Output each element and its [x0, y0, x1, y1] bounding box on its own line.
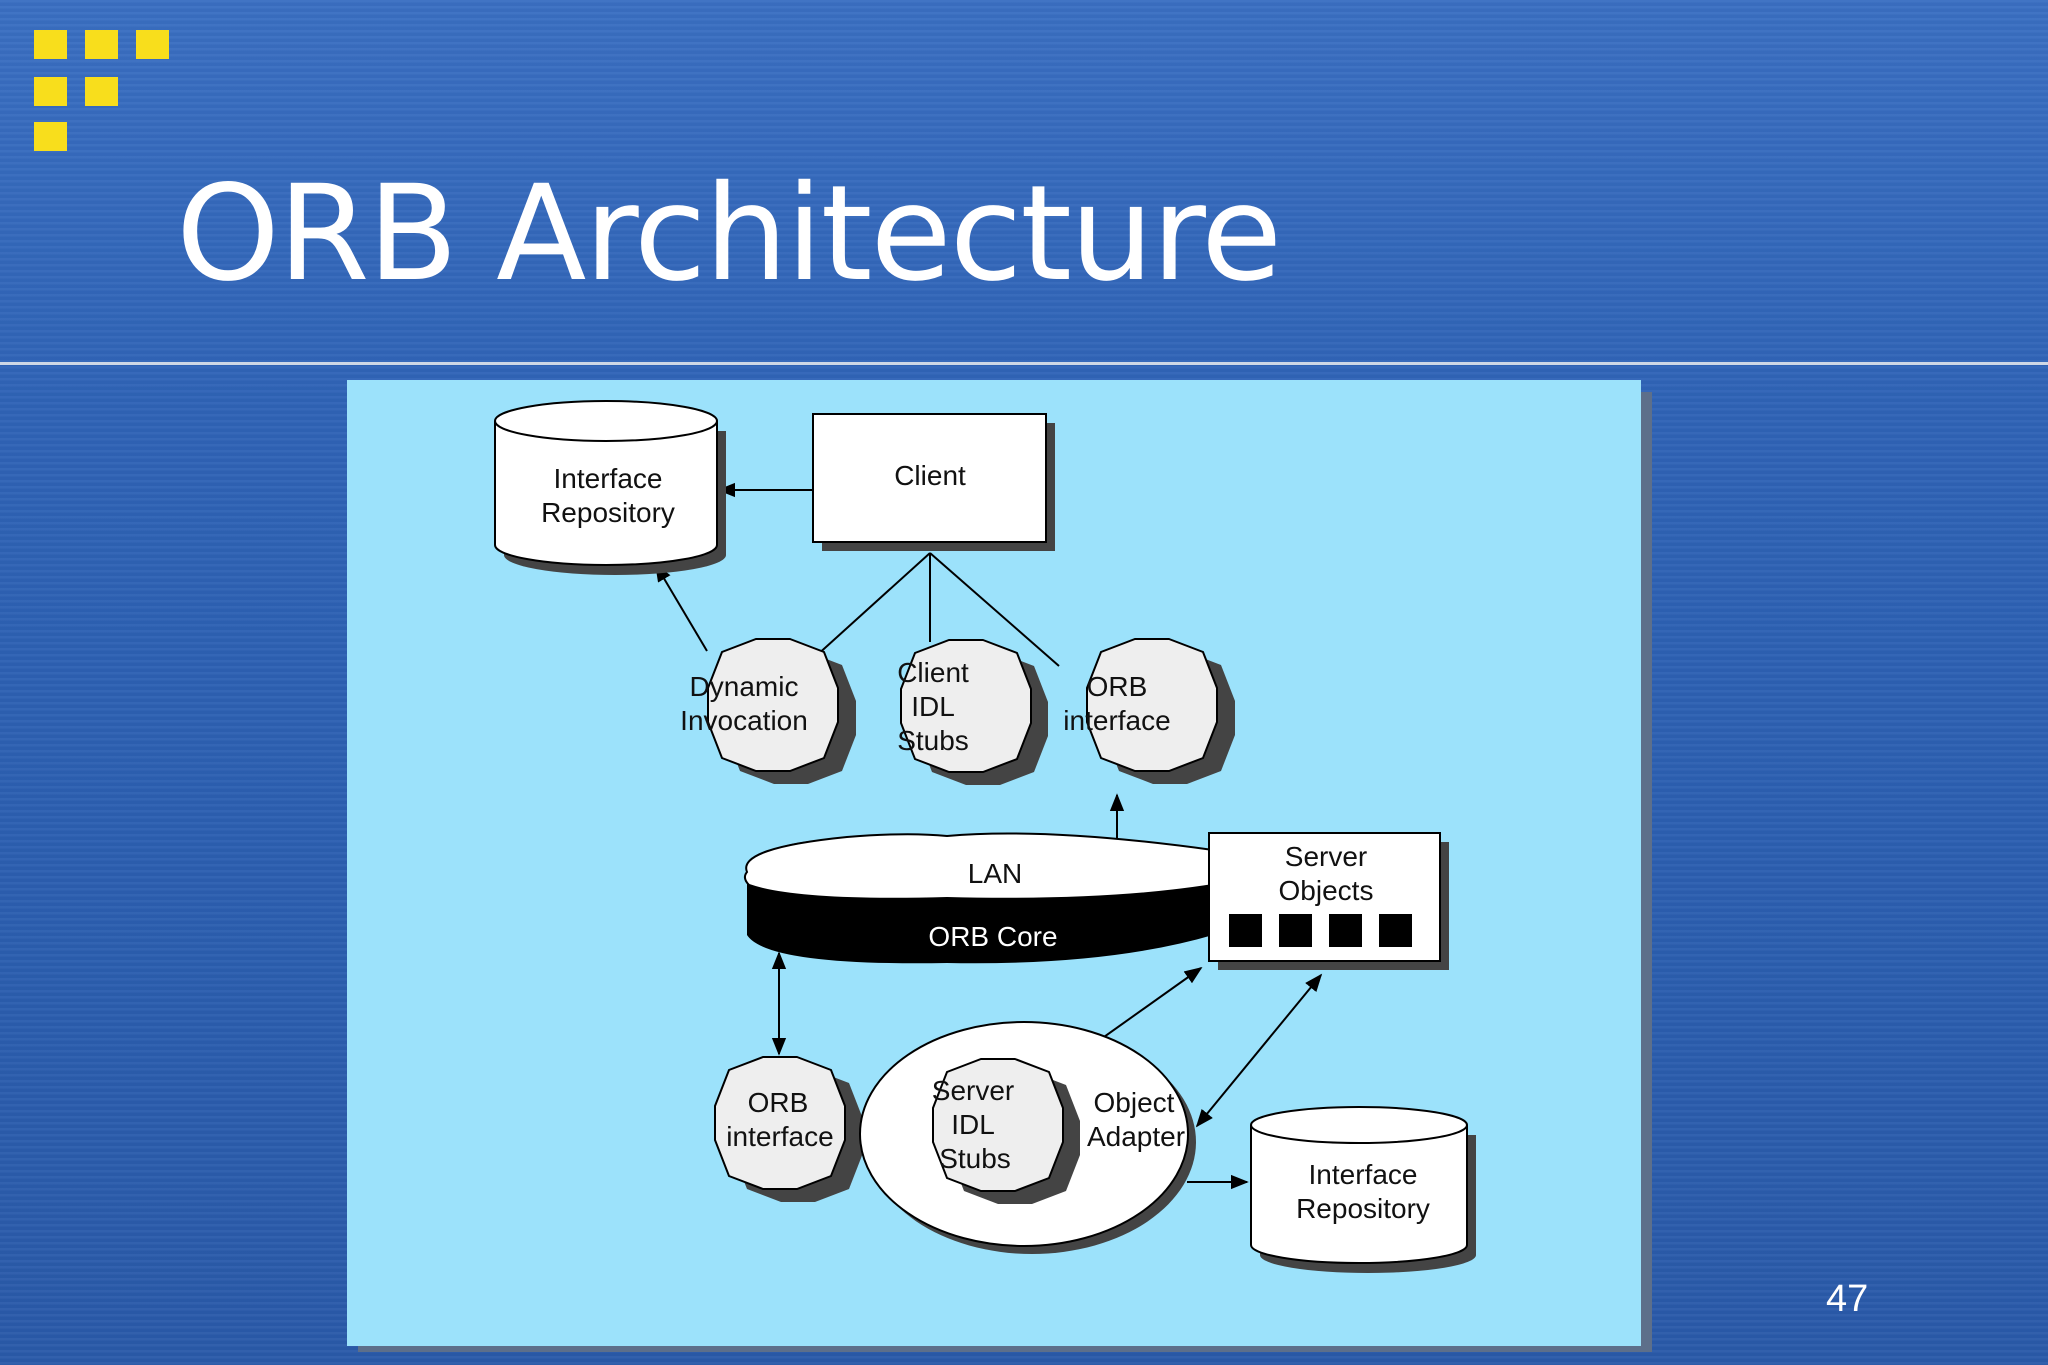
- label-stubs: Stubs: [939, 1143, 1011, 1174]
- interface-repository-bottom: Interface Repository: [1250, 1106, 1476, 1273]
- slide-title: ORB Architecture: [176, 157, 1282, 311]
- label-orb: ORB: [1087, 671, 1148, 702]
- page-number: 47: [1826, 1278, 1869, 1320]
- label-idl: IDL: [911, 691, 955, 722]
- label-repository: Repository: [1296, 1193, 1430, 1224]
- label-idl: IDL: [951, 1109, 995, 1140]
- label-client: Client: [897, 657, 969, 688]
- client-line-orb: [929, 552, 1060, 667]
- lan-orb-core: LAN ORB Core: [743, 832, 1221, 964]
- label-orb-core: ORB Core: [928, 921, 1057, 952]
- label-server: Server: [1285, 841, 1367, 872]
- title-divider: [0, 362, 2048, 365]
- label-server: Server: [932, 1075, 1014, 1106]
- dynamic-to-repository-arrow: [655, 563, 708, 652]
- object-square-4: [1379, 914, 1412, 947]
- orb-interface-top-node: ORB interface: [1063, 638, 1235, 784]
- orb-architecture-diagram: Interface Repository Client Dynamic Invo…: [494, 400, 1476, 1273]
- label-dynamic: Dynamic: [690, 671, 799, 702]
- label-interface: Interface: [554, 463, 663, 494]
- interface-repository-top: Interface Repository: [494, 400, 726, 575]
- client-line-dynamic: [804, 552, 931, 667]
- label-adapter: Adapter: [1087, 1121, 1185, 1152]
- label-repository: Repository: [541, 497, 675, 528]
- label-interface: interface: [1063, 705, 1170, 736]
- label-invocation: Invocation: [680, 705, 808, 736]
- dynamic-invocation-node: Dynamic Invocation: [680, 638, 856, 784]
- orb-interface-bottom-node: ORB interface: [714, 1056, 863, 1202]
- server-objects-box: Server Objects: [1208, 832, 1449, 970]
- server-idl-stubs-node: Server IDL Stubs: [932, 1058, 1080, 1204]
- label-object: Object: [1094, 1087, 1175, 1118]
- object-square-3: [1329, 914, 1362, 947]
- label-client: Client: [894, 460, 966, 491]
- label-orb: ORB: [748, 1087, 809, 1118]
- label-objects: Objects: [1279, 875, 1374, 906]
- logo-icon: [34, 30, 174, 155]
- label-lan: LAN: [968, 858, 1022, 889]
- client-box: Client: [812, 413, 1055, 551]
- label-interface: interface: [726, 1121, 833, 1152]
- label-stubs: Stubs: [897, 725, 969, 756]
- object-square-2: [1279, 914, 1312, 947]
- adapter-server-objects-arrow: [1195, 973, 1323, 1128]
- label-interface: Interface: [1309, 1159, 1418, 1190]
- object-square-1: [1229, 914, 1262, 947]
- client-idl-stubs-node: Client IDL Stubs: [897, 639, 1048, 785]
